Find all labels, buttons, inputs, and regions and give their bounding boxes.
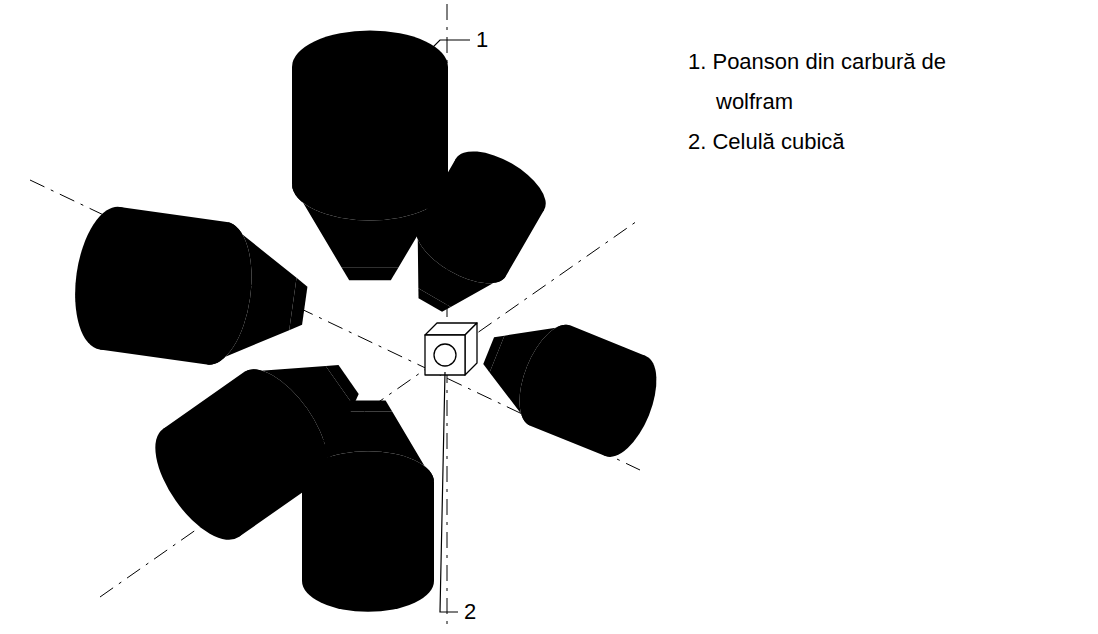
- callout-number: 1: [476, 28, 488, 52]
- callout-number: 2: [464, 600, 476, 624]
- left-punch: [67, 202, 315, 377]
- legend-item: 1. Poanson din carbură de wolfram: [688, 42, 968, 122]
- front-punch: [138, 325, 387, 554]
- leader-lines: [395, 40, 470, 612]
- cubic-cell: [425, 323, 477, 375]
- axis-lines: [30, 4, 640, 630]
- legend-item: 2. Celulă cubică: [688, 122, 968, 162]
- right-punch: [468, 301, 669, 466]
- top-punch: [292, 31, 448, 281]
